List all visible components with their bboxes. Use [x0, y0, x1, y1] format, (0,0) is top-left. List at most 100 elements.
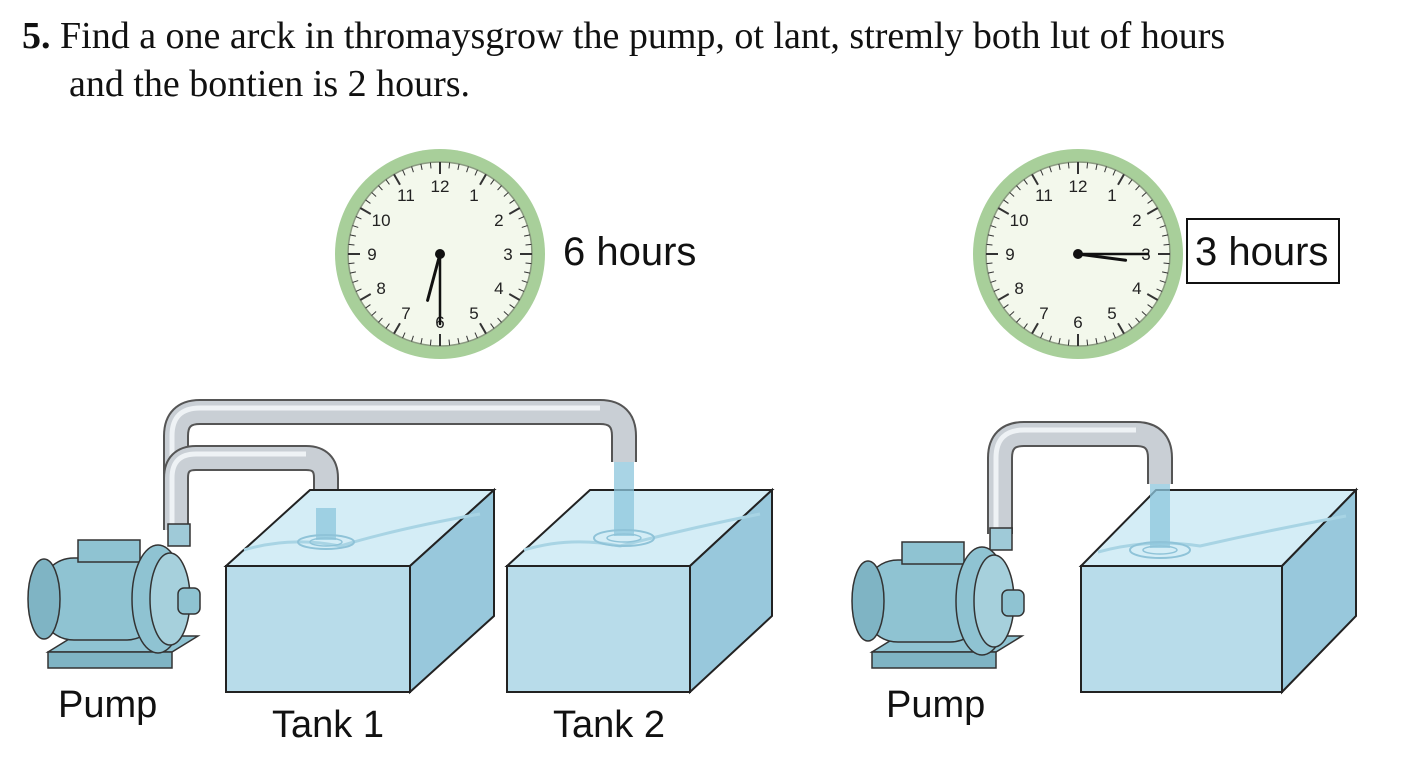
- clock-left-number: 4: [494, 279, 503, 298]
- clock-right-tick: [1040, 169, 1044, 176]
- clock-left-tick: [349, 234, 356, 237]
- clock-right-tick: [997, 293, 1010, 301]
- question-line-2: and the bontien is 2 hours.: [69, 63, 471, 105]
- clock-left-tick: [508, 207, 521, 215]
- clock-left-tick: [457, 163, 460, 170]
- clock-left-tick: [503, 192, 509, 197]
- clock-left-tick: [525, 262, 532, 265]
- clock-left-center: [435, 249, 445, 259]
- clock-left-tick: [474, 169, 478, 176]
- clock-right-tick: [997, 207, 1010, 215]
- clock-right-tick: [1058, 338, 1061, 345]
- pipe-to-tank1: [163, 445, 339, 530]
- clock-left-number: 3: [503, 245, 512, 264]
- clock-left-tick: [509, 304, 515, 309]
- clock-left-tick: [497, 317, 502, 323]
- clock-right-tick: [1058, 163, 1061, 170]
- clock-left-tick: [448, 339, 451, 346]
- clock-left-tick: [359, 207, 372, 215]
- clock-left-tick: [521, 280, 528, 283]
- clock-right-tick: [1141, 192, 1147, 197]
- clock-right-tick: [1162, 271, 1169, 274]
- clock-right-tick: [1156, 216, 1163, 220]
- clock-right-tick: [986, 243, 993, 246]
- clock-left-tick: [365, 199, 371, 204]
- clock-right-tick: [1128, 179, 1133, 185]
- question-number: 5.: [22, 15, 51, 57]
- clock-left-number: 12: [431, 177, 450, 196]
- clock-right-tick: [1141, 311, 1147, 316]
- clock-left-tick: [371, 311, 377, 316]
- clock-left-tick: [518, 216, 525, 220]
- tank-right: [1078, 484, 1359, 695]
- clock-left-number: 9: [367, 245, 376, 264]
- clock-right-tick: [993, 216, 1000, 220]
- clock-left-tick: [524, 234, 531, 237]
- clock-right-tick: [1159, 225, 1166, 228]
- clock-right-tick: [1159, 280, 1166, 283]
- clock-right-tick: [1086, 162, 1089, 169]
- clock-left-tick: [378, 317, 383, 323]
- clock-right-tick: [1095, 338, 1098, 345]
- clock-right-tick: [1016, 185, 1021, 191]
- clock-right-tick: [1117, 173, 1125, 186]
- clock-left-tick: [411, 335, 414, 342]
- clock-left-tick: [349, 271, 356, 274]
- clock-left-tick: [503, 311, 509, 316]
- clock-right-number: 8: [1014, 279, 1023, 298]
- clock-left-tick: [420, 163, 423, 170]
- clock-right-tick: [1147, 304, 1153, 309]
- clock-left-number: 5: [469, 304, 478, 323]
- clock-right-number: 9: [1005, 245, 1014, 264]
- clock-right-tick: [1003, 304, 1009, 309]
- pump-left-label: Pump: [58, 684, 157, 726]
- clock-right-tick: [1135, 185, 1140, 191]
- clock-right-tick: [1146, 207, 1159, 215]
- clock-left-number: 1: [469, 186, 478, 205]
- clock-left-tick: [429, 162, 432, 169]
- clock-left-tick: [420, 338, 423, 345]
- clock-left-tick: [490, 179, 495, 185]
- clock-left-number: 11: [397, 186, 415, 205]
- pump-left: [27, 523, 201, 669]
- clock-right-number: 7: [1039, 304, 1048, 323]
- clock-right-tick: [1049, 166, 1052, 173]
- clock-left-tick: [385, 179, 390, 185]
- clock-left-tick: [524, 271, 531, 274]
- clock-left-hour-hand: [426, 252, 442, 302]
- clock-left-hours-label: 6 hours: [563, 230, 696, 274]
- clock-right-number: 10: [1010, 211, 1029, 230]
- clock-right-tick: [1023, 323, 1028, 329]
- clock-left-tick: [479, 173, 487, 186]
- clock-right-tick: [987, 271, 994, 274]
- clock-left-tick: [393, 173, 401, 186]
- clock-right-tick: [990, 280, 997, 283]
- clock-left-tick: [348, 243, 355, 246]
- tank-2-label: Tank 2: [553, 704, 665, 746]
- clock-left-tick: [466, 166, 469, 173]
- clock-left-tick: [429, 339, 432, 346]
- clock-left-tick: [518, 288, 525, 292]
- question-line-1: 5. Find a one arck in thromaysgrow the p…: [22, 12, 1392, 60]
- clock-left: 121234567891011: [335, 149, 545, 359]
- clock-right-number: 4: [1132, 279, 1141, 298]
- clock-right-tick: [1104, 166, 1107, 173]
- clock-left-tick: [359, 293, 372, 301]
- clock-left-tick: [508, 293, 521, 301]
- clock-left-tick: [355, 288, 362, 292]
- clock-right-tick: [1031, 322, 1039, 335]
- clock-right-number: 6: [1073, 313, 1082, 332]
- clock-right-tick: [1049, 335, 1052, 342]
- clock-right-label-box: [1186, 218, 1340, 284]
- clock-left-number: 10: [372, 211, 391, 230]
- clock-left-tick: [371, 192, 377, 197]
- clock-right-tick: [1031, 173, 1039, 186]
- clock-right-tick: [1003, 199, 1009, 204]
- clock-right-center: [1073, 249, 1083, 259]
- clock-left-tick: [393, 322, 401, 335]
- clock-right-tick: [1067, 162, 1070, 169]
- pipe-to-tank2: [163, 399, 637, 528]
- clock-left-tick: [497, 185, 502, 191]
- clock-right-ticks: [986, 162, 1170, 346]
